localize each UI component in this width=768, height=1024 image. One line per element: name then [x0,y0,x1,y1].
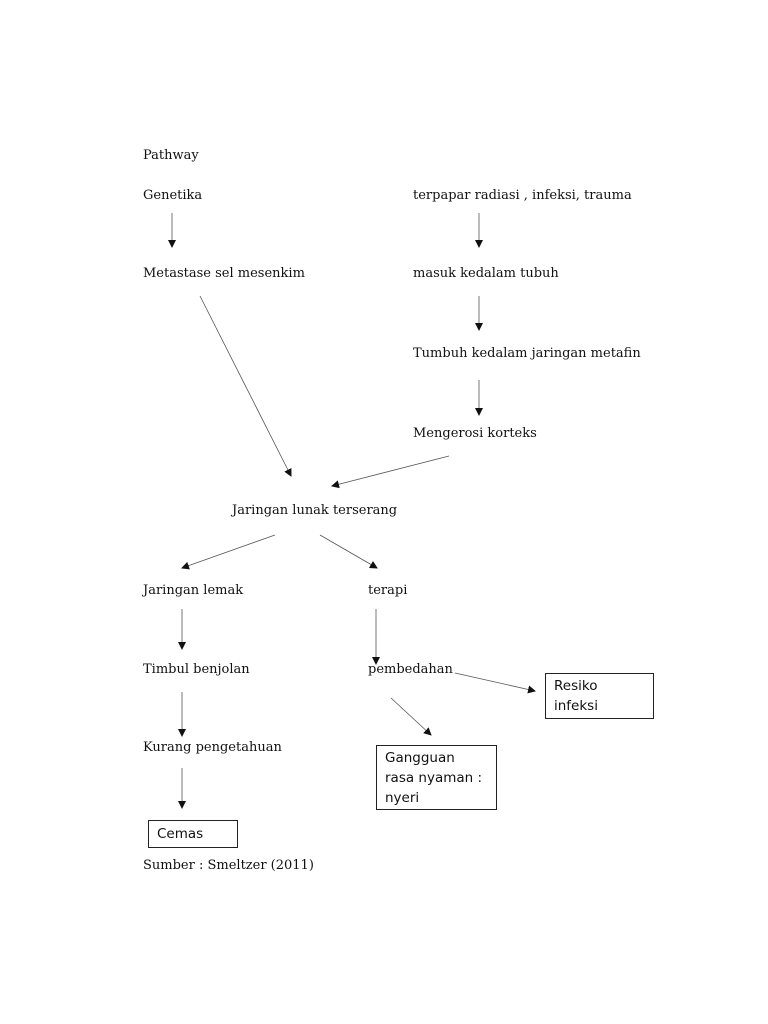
arrow-jaringan-lunak-terapi [319,534,378,569]
arrow-pembedahan-gangguan [390,697,432,736]
node-jaringan-lemak: Jaringan lemak [143,583,244,598]
node-jaringan-lunak: Jaringan lunak terserang [232,503,398,518]
box-cemas: Cemas [148,820,238,848]
arrow-metastase-jaringan-lunak [199,295,292,477]
arrow-pembedahan-resiko [454,672,536,694]
node-timbul: Timbul benjolan [143,662,250,677]
box-resiko-line-2: infeksi [554,698,598,714]
source-citation: Sumber : Smeltzer (2011) [143,858,314,873]
node-metastase: Metastase sel mesenkim [143,266,305,281]
box-gangguan-line-1: Gangguan [385,750,455,766]
box-gangguan-line-3: nyeri [385,790,420,806]
node-terpapar: terpapar radiasi , infeksi, trauma [413,188,632,203]
node-pembedahan: pembedahan [368,662,453,677]
box-gangguan-line-2: rasa nyaman : [385,770,483,786]
arrow-jaringan-lunak-lemak [181,534,276,570]
node-terapi: terapi [368,583,408,598]
box-gangguan-nyeri: Gangguan rasa nyaman : nyeri [376,745,497,810]
page-title: Pathway [143,148,199,163]
box-cemas-line-1: Cemas [157,826,204,842]
node-kurang: Kurang pengetahuan [143,740,282,755]
node-mengerosi: Mengerosi korteks [413,426,537,441]
box-resiko-infeksi: Resiko infeksi [545,673,654,719]
box-resiko-line-1: Resiko [554,678,598,694]
node-tumbuh: Tumbuh kedalam jaringan metafin [413,346,641,361]
arrow-mengerosi-jaringan-lunak [331,455,450,489]
node-genetika: Genetika [143,188,203,203]
node-masuk: masuk kedalam tubuh [413,266,559,281]
